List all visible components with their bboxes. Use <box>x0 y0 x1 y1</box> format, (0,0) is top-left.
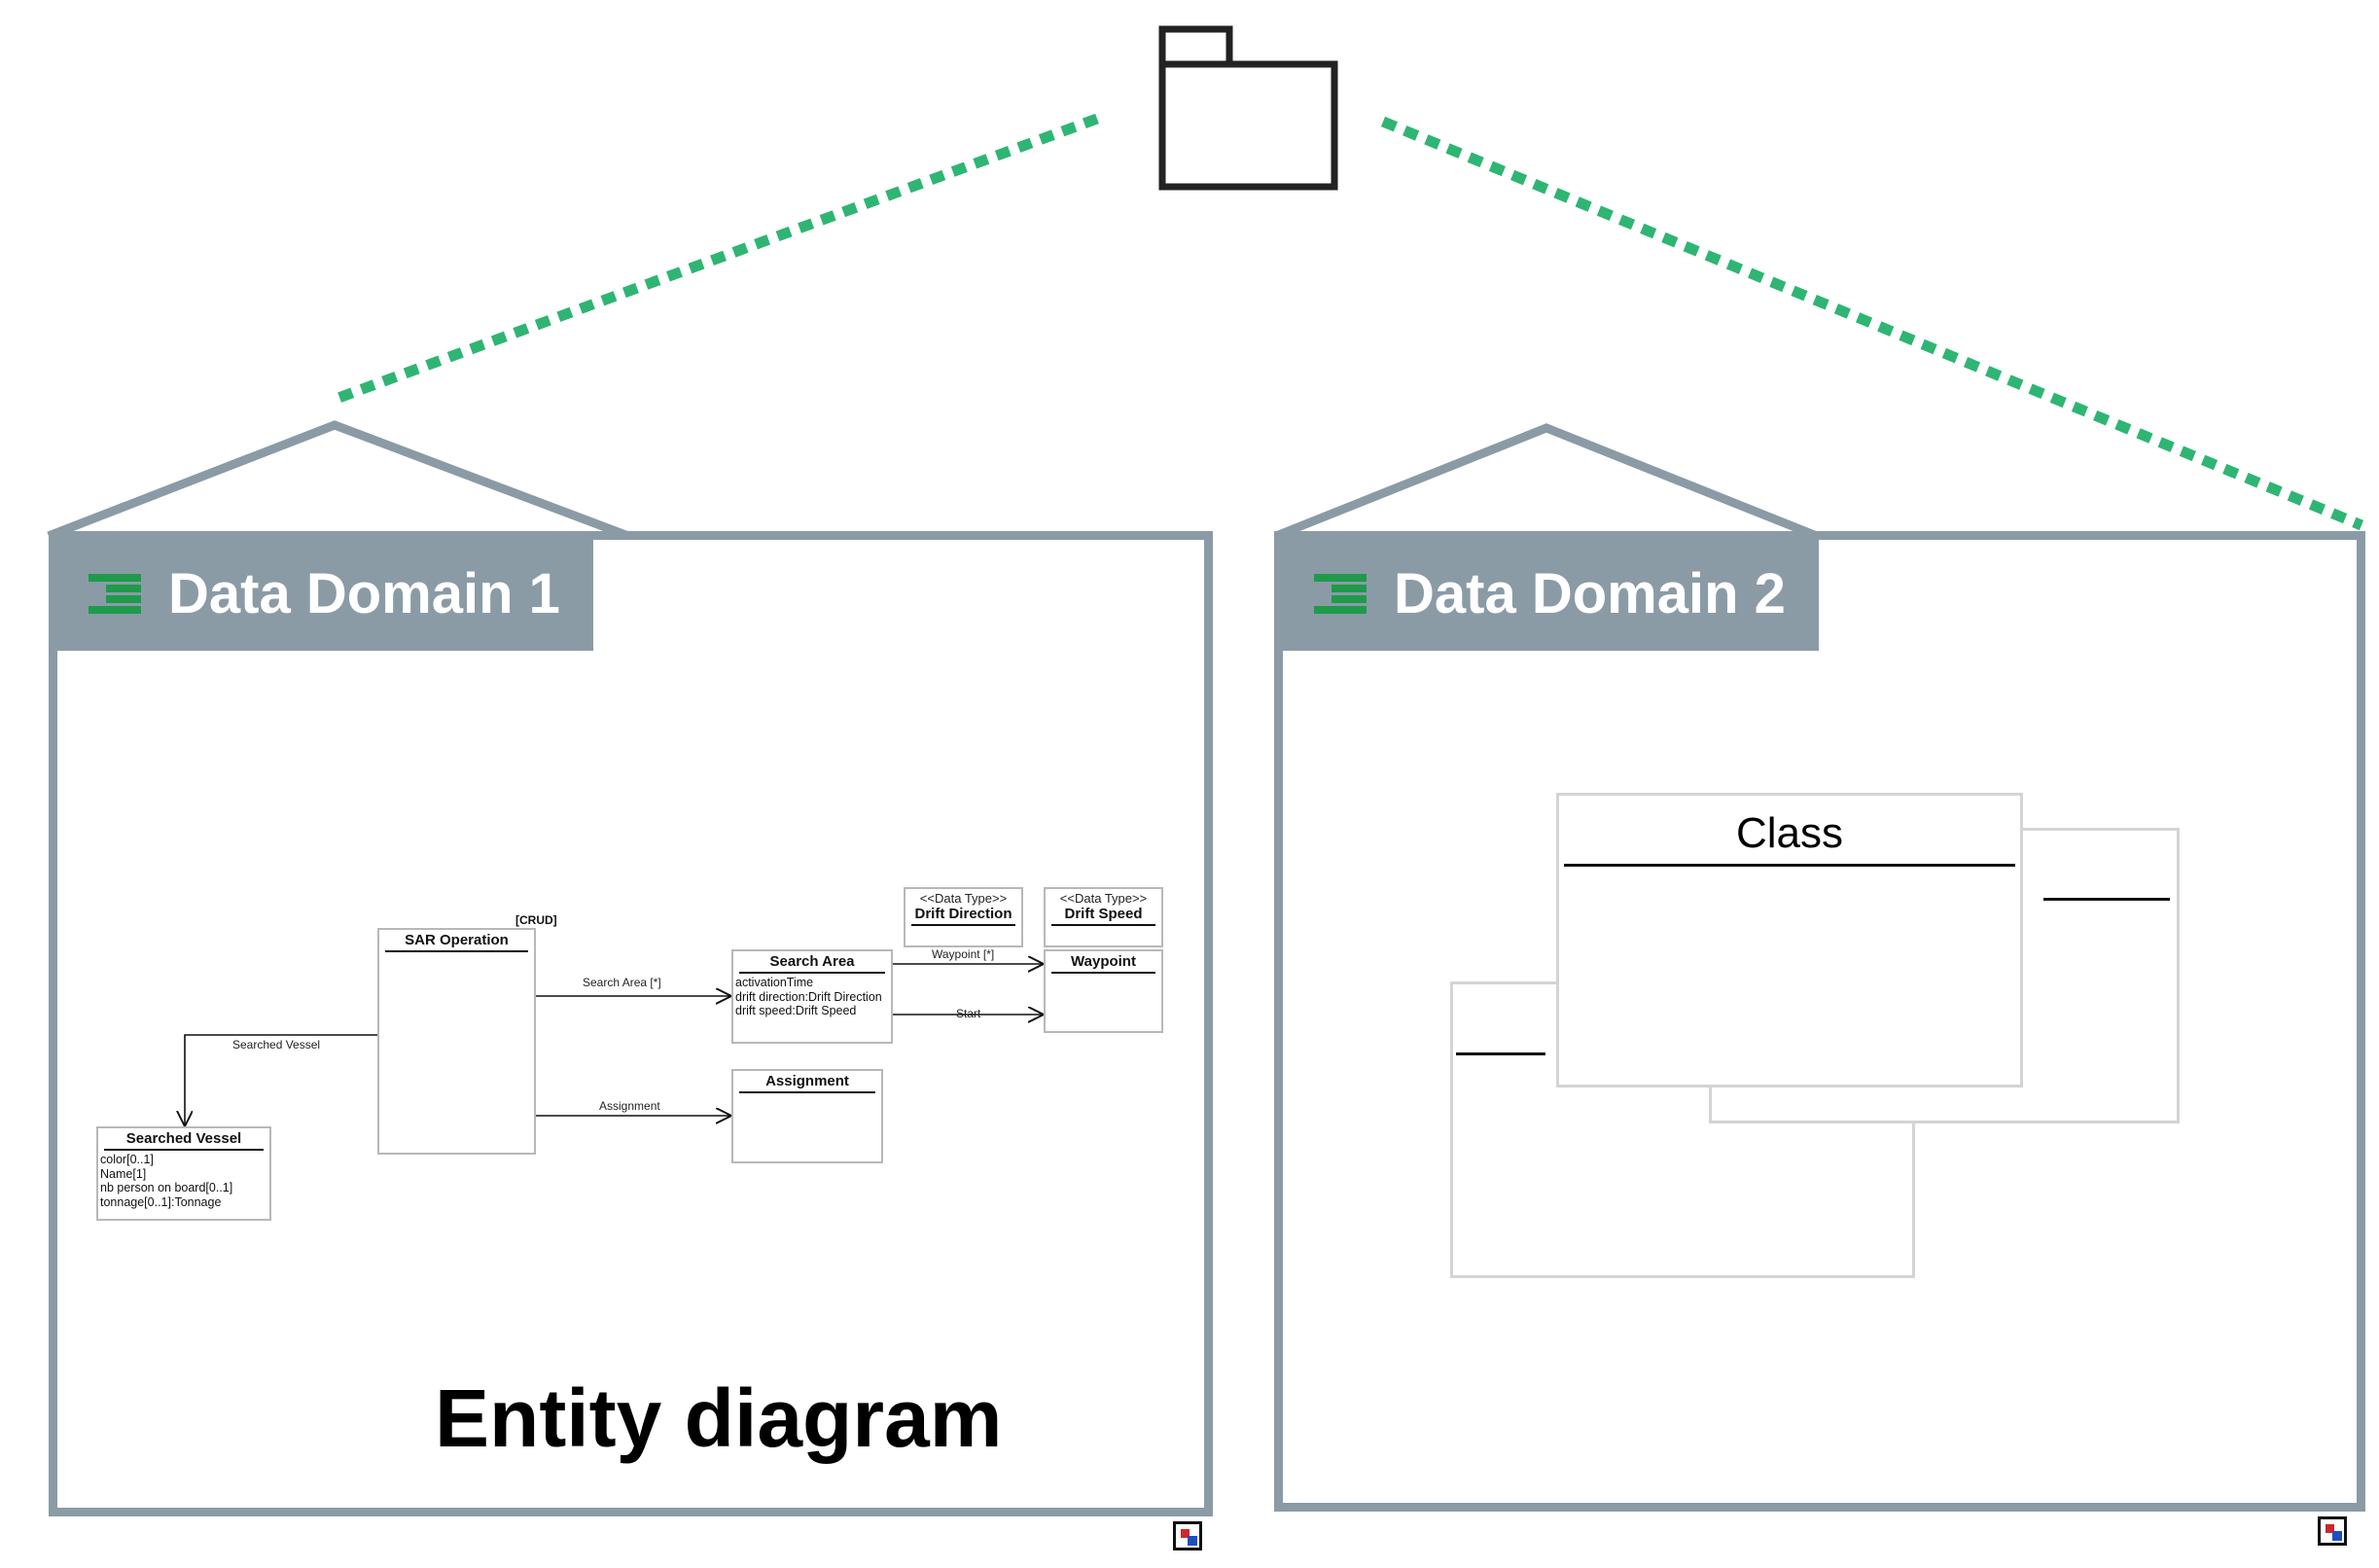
class-separator <box>1051 924 1155 926</box>
class-separator <box>739 1091 875 1093</box>
class-placeholder-front[interactable] <box>1556 793 2023 1087</box>
class-name: Drift Direction <box>914 906 1012 922</box>
class-title-separator <box>1564 864 2015 867</box>
attribute: activationTime <box>735 976 814 989</box>
attribute: drift direction:Drift Direction <box>735 989 882 1004</box>
data-domain-2-tab[interactable]: Data Domain 2 <box>1279 536 1819 651</box>
edge-searched-vessel <box>185 1034 377 1126</box>
class-attributes: color[0..1] Name[1] nb person on board[0… <box>98 1151 269 1211</box>
data-domain-icon <box>89 572 141 615</box>
class-title: Class <box>1735 809 1844 857</box>
edge-label-searched-vessel: Searched Vessel <box>232 1038 321 1051</box>
class-drift-direction[interactable]: <<Data Type>> Drift Direction <box>904 887 1023 947</box>
class-sar-operation[interactable]: SAR Operation <box>377 928 536 1155</box>
class-name: Search Area <box>769 953 855 970</box>
attribute: nb person on board[0..1] <box>100 1181 233 1194</box>
class-name: Searched Vessel <box>125 1130 242 1147</box>
class-searched-vessel[interactable]: Searched Vessel color[0..1] Name[1] nb p… <box>96 1126 271 1221</box>
edge-label-start: Start <box>956 1007 981 1020</box>
class-name: Drift Speed <box>1064 906 1143 922</box>
domain-1-title: Data Domain 1 <box>168 561 560 625</box>
class-stereotype: <<Data Type>> <box>1059 891 1148 906</box>
attribute: Name[1] <box>100 1166 147 1181</box>
class-search-area[interactable]: Search Area activationTime drift directi… <box>731 949 893 1044</box>
edge-label-search-area: Search Area [*] <box>583 976 661 989</box>
class-separator <box>104 1149 264 1151</box>
class-name: Waypoint <box>1071 953 1136 970</box>
data-domain-1-frame[interactable] <box>49 531 1213 1516</box>
diagram-link-icon[interactable] <box>2318 1516 2347 1546</box>
domain-2-title: Data Domain 2 <box>1394 561 1786 625</box>
class-placeholder-separator <box>1456 1052 1545 1055</box>
class-drift-speed[interactable]: <<Data Type>> Drift Speed <box>1044 887 1163 947</box>
class-separator <box>1051 972 1155 974</box>
data-domain-icon <box>1314 572 1367 615</box>
attribute: tonnage[0..1]:Tonnage <box>100 1194 222 1209</box>
class-stereotype: <<Data Type>> <box>919 891 1008 906</box>
class-waypoint[interactable]: Waypoint <box>1044 949 1163 1033</box>
attribute: drift speed:Drift Speed <box>735 1004 857 1017</box>
class-attributes: activationTime drift direction:Drift Dir… <box>733 974 891 1020</box>
attribute: color[0..1] <box>100 1153 154 1166</box>
edge-label-waypoint: Waypoint [*] <box>932 947 995 961</box>
folder-icon[interactable] <box>1158 25 1338 191</box>
connector-to-domain-2 <box>1380 116 2364 531</box>
class-separator <box>385 950 528 952</box>
domain-1-roof <box>47 420 630 541</box>
class-separator <box>911 924 1015 926</box>
class-placeholder-separator <box>2043 898 2170 901</box>
edge-label-assignment: Assignment <box>599 1099 660 1113</box>
domain-2-roof <box>1274 423 1819 541</box>
class-name: Assignment <box>765 1073 849 1089</box>
crud-label: [CRUD] <box>515 913 557 927</box>
connector-to-domain-1 <box>329 113 1099 407</box>
diagram-link-icon[interactable] <box>1173 1521 1202 1550</box>
class-name: SAR Operation <box>405 932 509 948</box>
class-assignment[interactable]: Assignment <box>731 1069 883 1163</box>
data-domain-1-tab[interactable]: Data Domain 1 <box>53 536 593 651</box>
class-separator <box>739 972 885 974</box>
entity-diagram-caption: Entity diagram <box>435 1372 1003 1464</box>
